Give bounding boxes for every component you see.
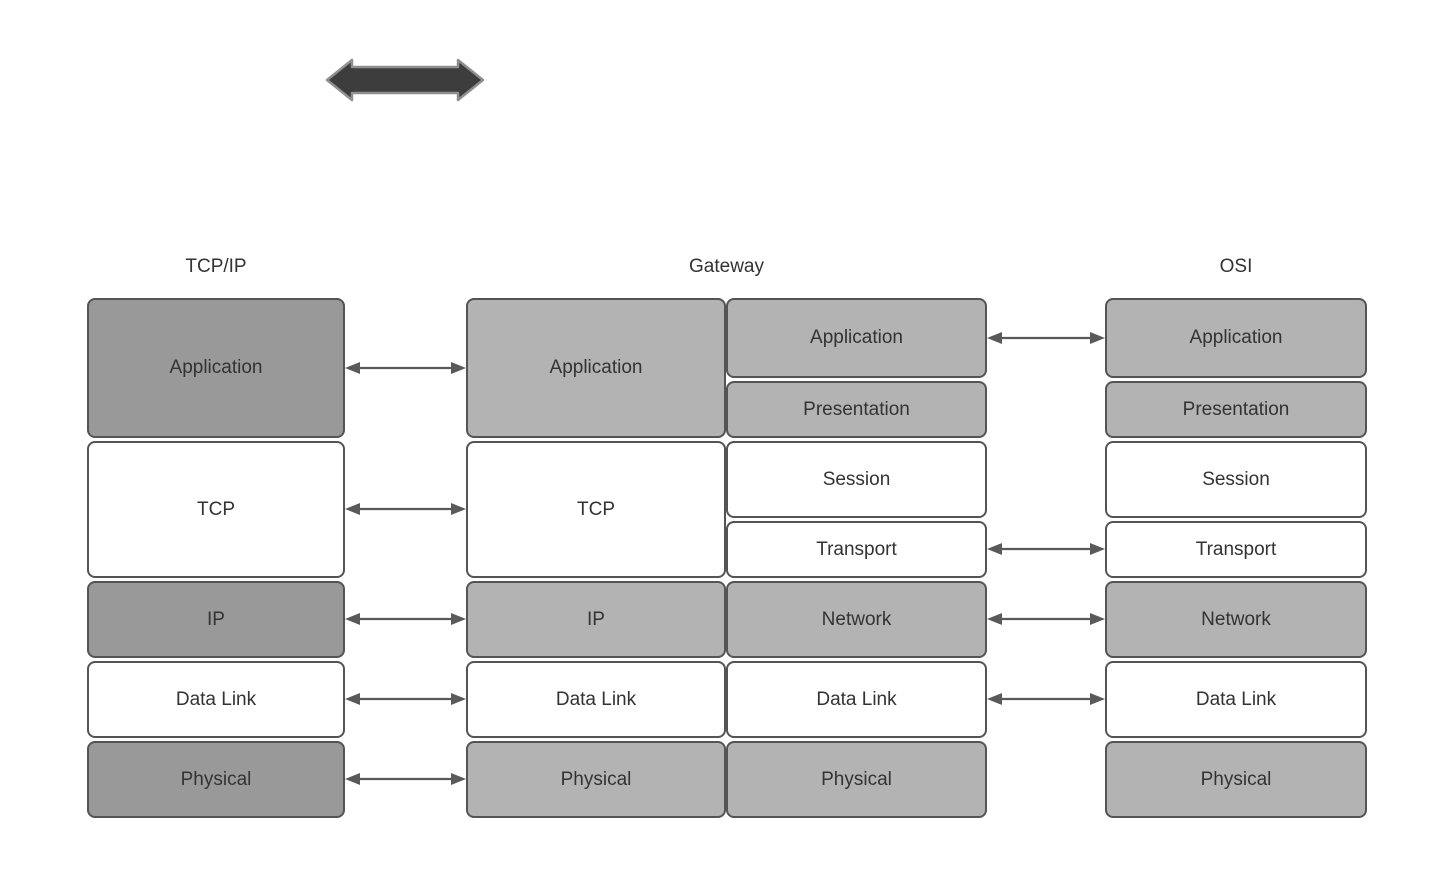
tcpip-layer-data-link: Data Link [87,661,345,738]
gateway-osi-layer-transport: Transport [726,521,987,578]
gateway-tcpip-layer-application: Application [466,298,726,438]
layer-label: Session [822,468,891,490]
connector-tcpip-gateway-application [345,362,466,374]
layer-label: Application [549,357,643,378]
connector-tcpip-gateway-ip [345,613,466,625]
layer-label: IP [587,608,605,630]
layer-label: Presentation [1182,398,1290,420]
tcpip-layer-application: Application [87,298,345,438]
osi-layer-data-link: Data Link [1105,661,1367,738]
gateway-osi-layer-network: Network [726,581,987,658]
tcpip-layer-physical: Physical [87,741,345,818]
osi-layer-network: Network [1105,581,1367,658]
layer-label: Data Link [816,688,897,710]
gateway-osi-layer-application: Application [726,298,987,378]
gateway-osi-layer-presentation: Presentation [726,381,987,438]
gateway-osi-layer-physical: Physical [726,741,987,818]
tcpip-layer-tcp: TCP [87,441,345,578]
osi-layer-session: Session [1105,441,1367,518]
connector-gateway-osi-data-link [987,693,1105,705]
osi-layer-presentation: Presentation [1105,381,1367,438]
connector-tcpip-gateway-physical [345,773,466,785]
layer-label: Transport [1195,538,1277,560]
osi-layer-physical: Physical [1105,741,1367,818]
layer-label: Application [169,357,263,378]
double-headed-arrow-icon [325,58,485,102]
layer-label: Network [1201,608,1271,630]
layer-label: Physical [1200,768,1272,790]
layer-label: Physical [821,768,892,790]
connector-tcpip-gateway-tcp [345,503,466,515]
layer-label: Session [1202,468,1270,490]
connector-gateway-osi-application [987,332,1105,344]
gateway-column-title: Gateway [689,256,764,277]
osi-layer-application: Application [1105,298,1367,378]
layer-label: Transport [816,538,897,560]
tcpip-column-title: TCP/IP [185,256,247,277]
gateway-tcpip-layer-data-link: Data Link [466,661,726,738]
layer-label: Application [810,327,903,348]
tcpip-layer-ip: IP [87,581,345,658]
osi-column-title: OSI [1219,256,1253,277]
layer-label: Data Link [555,688,637,710]
layer-label: Application [1189,327,1283,348]
gateway-tcpip-layer-physical: Physical [466,741,726,818]
layer-label: TCP [197,498,235,520]
connector-gateway-osi-network [987,613,1105,625]
layer-label: IP [207,608,225,630]
connector-gateway-osi-transport [987,543,1105,555]
layer-label: TCP [577,498,615,520]
gateway-tcpip-layer-ip: IP [466,581,726,658]
layer-label: Data Link [175,688,257,710]
gateway-osi-layer-session: Session [726,441,987,518]
osi-layer-transport: Transport [1105,521,1367,578]
layer-label: Physical [180,768,252,790]
connector-tcpip-gateway-data-link [345,693,466,705]
layer-label: Presentation [803,398,910,420]
gateway-osi-layer-data-link: Data Link [726,661,987,738]
layer-label: Network [821,608,892,630]
gateway-tcpip-layer-tcp: TCP [466,441,726,578]
layer-label: Physical [560,768,632,790]
layer-label: Data Link [1195,688,1277,710]
